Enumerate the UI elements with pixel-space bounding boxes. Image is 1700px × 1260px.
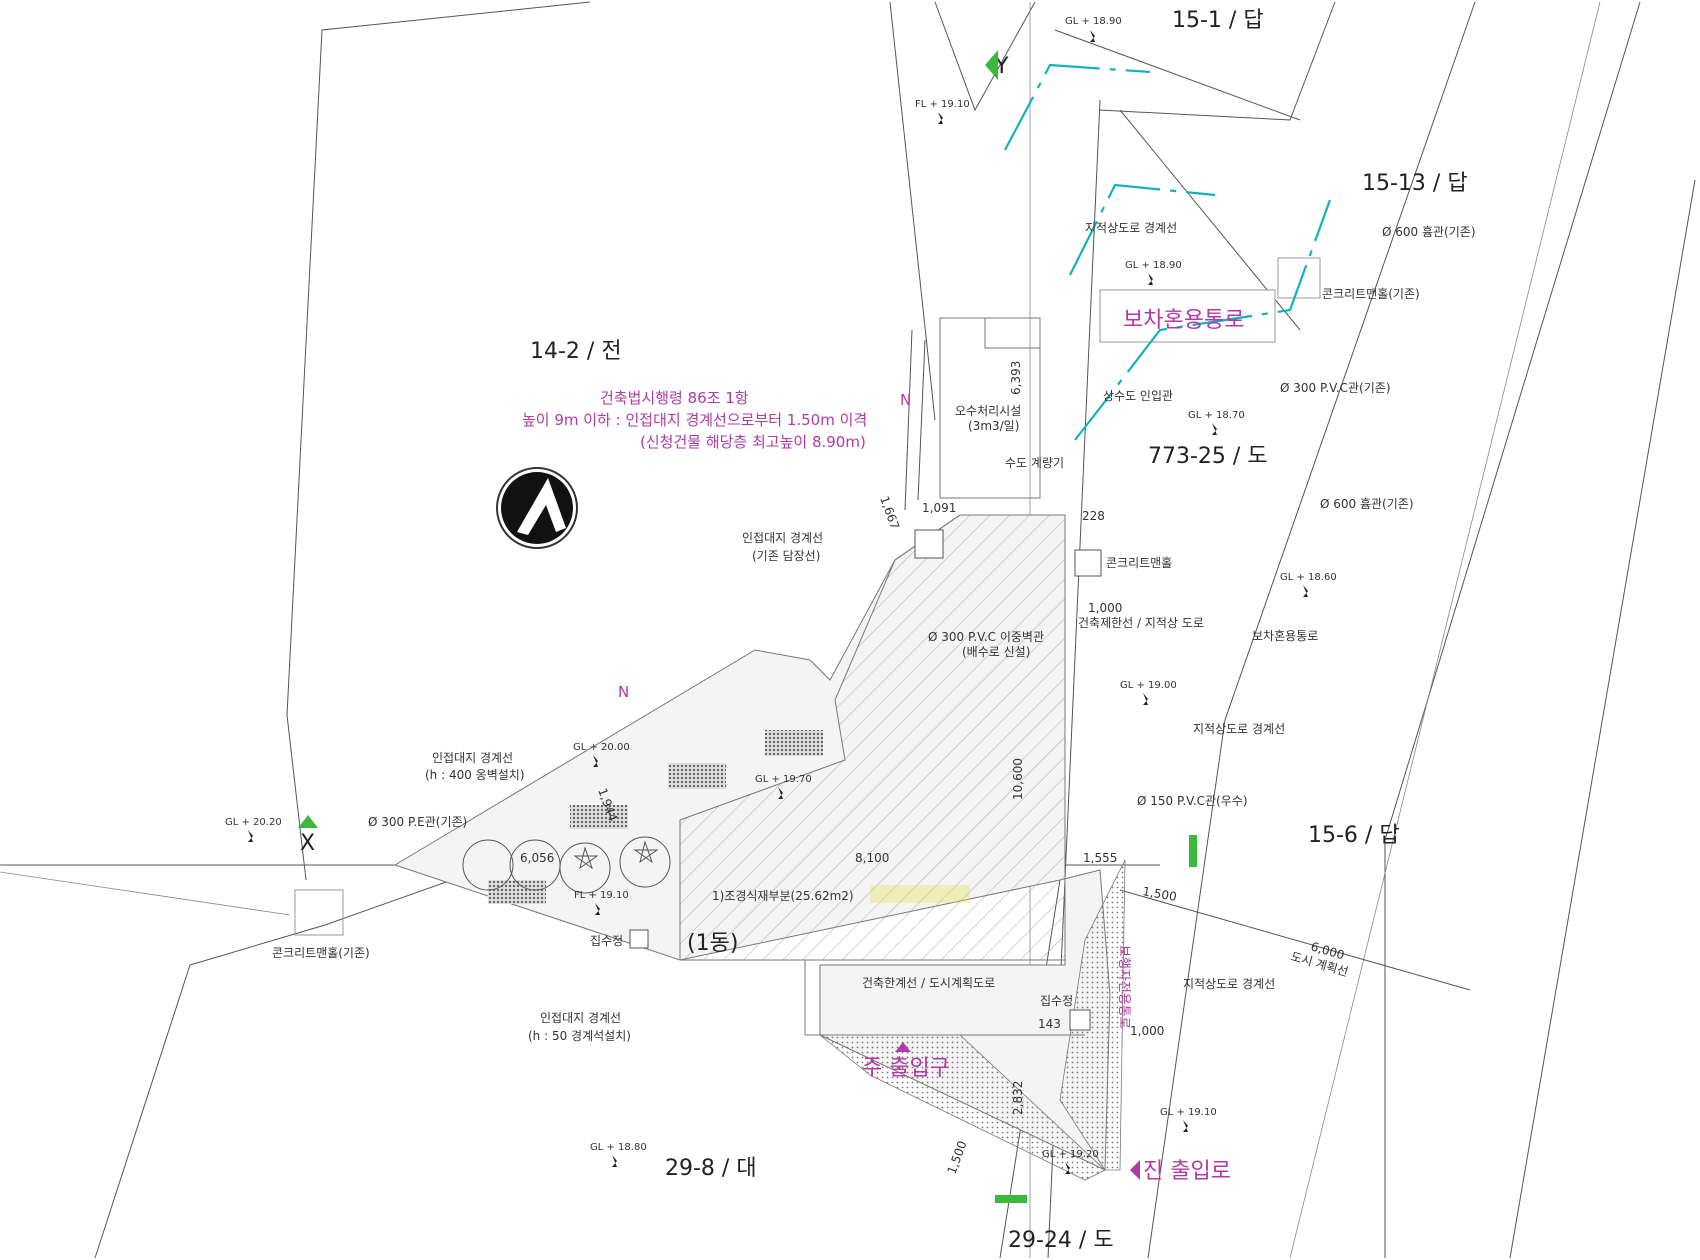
lot-773-25: 773-25 / 도 <box>1148 444 1268 469</box>
marker-x-triangle-icon <box>298 815 318 828</box>
catch-basin-label-1: 집수정 <box>590 934 623 948</box>
vehicle-entrance-arrow-icon <box>1130 1160 1140 1180</box>
dimension-1091: 1,091 <box>922 501 956 515</box>
sewage-capacity-label: (3m3/일) <box>968 419 1019 433</box>
elevation-7: GL + 20.00 <box>573 742 630 753</box>
markers: X Y N N <box>298 50 1009 856</box>
pedestrian-road-title: 보차혼용통로 <box>1123 308 1244 333</box>
adjacent-boundary-label-2: 인접대지 경계선 <box>432 751 513 765</box>
elevation-1: GL + 18.90 <box>1065 16 1122 27</box>
dimension-1667: 1,667 <box>877 494 902 531</box>
green-marker-east <box>1189 835 1197 867</box>
dimension-1500-a: 1,500 <box>1141 884 1177 904</box>
elevation-12: GL + 18.80 <box>590 1142 647 1153</box>
dimension-1555: 1,555 <box>1083 851 1117 865</box>
road-boundary-label-3: 지적상도로 경계선 <box>1183 977 1275 991</box>
green-marker-south <box>995 1195 1027 1203</box>
water-supply-line <box>1004 63 1332 441</box>
adjacent-boundary-sub-1: (기존 담장선) <box>752 549 820 563</box>
dimension-2832: 2,832 <box>1011 1081 1025 1115</box>
concrete-manhole-label-1: 콘크리트맨홀(기존) <box>1322 287 1420 301</box>
dimension-143: 143 <box>1038 1017 1061 1031</box>
elevation-2: FL + 19.10 <box>915 99 970 110</box>
dimension-228: 228 <box>1082 509 1105 523</box>
dimension-10600: 10,600 <box>1011 758 1025 800</box>
regulation-line-1: 건축법시행령 86조 1항 <box>600 389 749 407</box>
vehicle-entrance-label: 진 출입로 <box>1143 1159 1231 1184</box>
main-entrance-label: 주 출입구 <box>862 1056 950 1081</box>
concrete-manhole-label-2: 콘크리트맨홀 <box>1106 556 1172 570</box>
dimension-8100: 8,100 <box>855 851 889 865</box>
elevation-ticks <box>248 30 1308 1174</box>
elevation-4: GL + 18.70 <box>1188 410 1245 421</box>
dimension-1000-b: 1,000 <box>1130 1024 1164 1038</box>
pe-pipe-label: Ø 300 P.E관(기존) <box>368 815 467 829</box>
elevation-markers: GL + 18.90 FL + 19.10 GL + 18.90 GL + 18… <box>225 16 1337 1174</box>
marker-n-2: N <box>618 683 629 701</box>
catch-basin-label-2: 집수정 <box>1040 994 1073 1008</box>
concrete-manhole-label-3: 콘크리트맨홀(기존) <box>272 946 370 960</box>
dimension-6056: 6,056 <box>520 851 554 865</box>
lot-29-24: 29-24 / 도 <box>1008 1228 1114 1253</box>
regulation-line-2: 높이 9m 이하 : 인접대지 경계선으로부터 1.50m 이격 <box>522 411 867 429</box>
adjacent-boundary-label-1: 인접대지 경계선 <box>742 531 823 545</box>
elevation-3: GL + 18.90 <box>1125 260 1182 271</box>
lot-15-1: 15-1 / 답 <box>1172 8 1264 33</box>
north-arrow-icon <box>496 467 578 549</box>
dimension-6393: 6,393 <box>1009 361 1023 395</box>
sewage-facility-label: 오수처리시설 <box>955 404 1021 418</box>
elevation-8: GL + 19.70 <box>755 774 812 785</box>
annotation-labels: 지적상도로 경계선 Ø 600 흄관(기존) 콘크리트맨홀(기존) Ø 300 … <box>272 221 1476 1043</box>
pedestrian-road-label-2: 보차혼용통로 <box>1252 629 1318 643</box>
marker-x: X <box>300 831 315 856</box>
elevation-6: GL + 19.00 <box>1120 680 1177 691</box>
dimension-1500-b: 1,500 <box>945 1139 970 1176</box>
regulation-line-3: (신청건물 해당층 최고높이 8.90m) <box>640 433 866 451</box>
elevation-9: GL + 20.20 <box>225 817 282 828</box>
main-entrance-arrow-icon <box>895 1042 911 1052</box>
drain-pipe-sub: (배수로 신설) <box>962 645 1030 659</box>
pedestrian-road-vertical: 보행자전용통로 <box>1116 945 1132 1029</box>
hume-pipe-label-1: Ø 600 흄관(기존) <box>1382 225 1476 239</box>
marker-n-1: N <box>900 391 911 409</box>
pvc-pipe-label-1: Ø 300 P.V.C관(기존) <box>1280 381 1391 395</box>
elevation-5: GL + 18.60 <box>1280 572 1337 583</box>
dimension-1000-a: 1,000 <box>1088 601 1122 615</box>
landscape-area-label: 1)조경식재부분(25.62m2) <box>712 889 854 903</box>
elevation-11: GL + 19.10 <box>1160 1107 1217 1118</box>
elevation-13: GL + 19.20 <box>1042 1149 1099 1160</box>
adjacent-boundary-sub-2: (h : 400 옹벽설치) <box>425 768 525 782</box>
setback-line-label: 건축제한선 / 지적상 도로 <box>1078 616 1204 630</box>
magenta-notes: 건축법시행령 86조 1항 높이 9m 이하 : 인접대지 경계선으로부터 1.… <box>522 308 1244 1184</box>
lot-14-2: 14-2 / 전 <box>530 339 622 364</box>
hume-pipe-label-2: Ø 600 흄관(기존) <box>1320 497 1414 511</box>
elevation-10: FL + 19.10 <box>574 890 629 901</box>
road-boundary-label-1: 지적상도로 경계선 <box>1085 221 1177 235</box>
pvc-150-label: Ø 150 P.V.C관(우수) <box>1137 794 1248 808</box>
trees <box>462 836 671 894</box>
water-meter-label: 수도 계량기 <box>1005 456 1064 470</box>
adjacent-boundary-label-3: 인접대지 경계선 <box>540 1011 621 1025</box>
building-line-label: 건축한계선 / 도시계획도로 <box>862 976 995 990</box>
water-inlet-label: 상수도 인입관 <box>1103 389 1173 403</box>
marker-y-triangle-icon <box>985 50 998 80</box>
road-boundary-label-2: 지적상도로 경계선 <box>1193 722 1285 736</box>
yellow-highlight <box>870 885 970 903</box>
adjacent-boundary-sub-3: (h : 50 경계석설치) <box>528 1029 631 1043</box>
site-areas <box>294 257 1321 1181</box>
lot-15-13: 15-13 / 답 <box>1362 171 1468 196</box>
drain-pipe-label: Ø 300 P.V.C 이중벽관 <box>928 630 1044 644</box>
lot-29-8: 29-8 / 대 <box>665 1156 757 1181</box>
lot-15-6: 15-6 / 답 <box>1308 823 1400 848</box>
building-label: (1동) <box>687 931 738 956</box>
lot-labels: 15-1 / 답 15-13 / 답 14-2 / 전 773-25 / 도 1… <box>530 8 1468 1253</box>
